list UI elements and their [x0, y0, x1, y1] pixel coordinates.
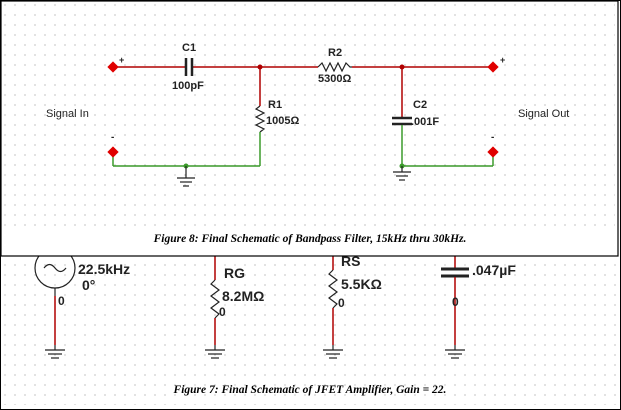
r2-ref-label: R2 — [328, 47, 342, 59]
rg-value-label: 8.2MΩ — [222, 288, 264, 304]
node-zero-label: 0 — [452, 295, 459, 309]
figure7-caption: Figure 7: Final Schematic of JFET Amplif… — [173, 384, 447, 396]
rs-ref-label: RS — [341, 253, 360, 269]
c1-value-label: 100pF — [172, 80, 204, 92]
rg-resistor-symbol — [210, 279, 220, 319]
node-zero-label: 0 — [338, 296, 345, 310]
ground-icon — [323, 345, 343, 359]
r2-value-label: 5300Ω — [318, 73, 351, 85]
r2-resistor-symbol — [317, 61, 352, 73]
r1-resistor-symbol — [254, 105, 266, 133]
figure7-grid — [2, 255, 619, 405]
c1-ref-label: C1 — [182, 42, 196, 54]
ground-icon — [393, 166, 411, 181]
rs-value-label: 5.5KΩ — [341, 276, 382, 292]
node-zero-label: 0 — [58, 294, 65, 308]
ground-icon — [205, 345, 225, 359]
output-minus-sign: - — [491, 132, 494, 143]
c2-ref-label: C2 — [413, 99, 427, 111]
r1-value-label: 1005Ω — [266, 115, 299, 127]
r1-ref-label: R1 — [268, 99, 282, 111]
input-minus-sign: - — [111, 132, 114, 143]
signal-out-label: Signal Out — [518, 108, 569, 120]
sine-wave-icon — [43, 263, 67, 273]
output-plus-sign: + — [500, 55, 505, 65]
node-zero-label: 0 — [219, 305, 226, 319]
ground-icon — [445, 345, 465, 359]
ground-icon — [45, 345, 65, 359]
rs-resistor-symbol — [328, 269, 338, 309]
ground-icon — [177, 166, 195, 187]
source-frequency-label: 22.5kHz — [78, 261, 130, 277]
rg-ref-label: RG — [224, 265, 245, 281]
figure8-grid — [4, 4, 615, 226]
cap-value-label: .047µF — [472, 262, 516, 278]
c2-value-label: .001F — [411, 116, 439, 128]
source-phase-label: 0° — [82, 277, 95, 293]
figure7-schematic: 22.5kHz 0° 0 RG 8.2MΩ 0 RS 5.5KΩ 0 .047µ… — [2, 247, 619, 405]
output-minus-terminal — [487, 146, 499, 158]
figure8-caption: Figure 8: Final Schematic of Bandpass Fi… — [153, 233, 467, 245]
input-plus-sign: + — [119, 55, 124, 65]
signal-in-label: Signal In — [46, 108, 89, 120]
figure8-schematic: C1 100pF R2 5300Ω R1 1005Ω C2 .001F — [0, 0, 619, 257]
